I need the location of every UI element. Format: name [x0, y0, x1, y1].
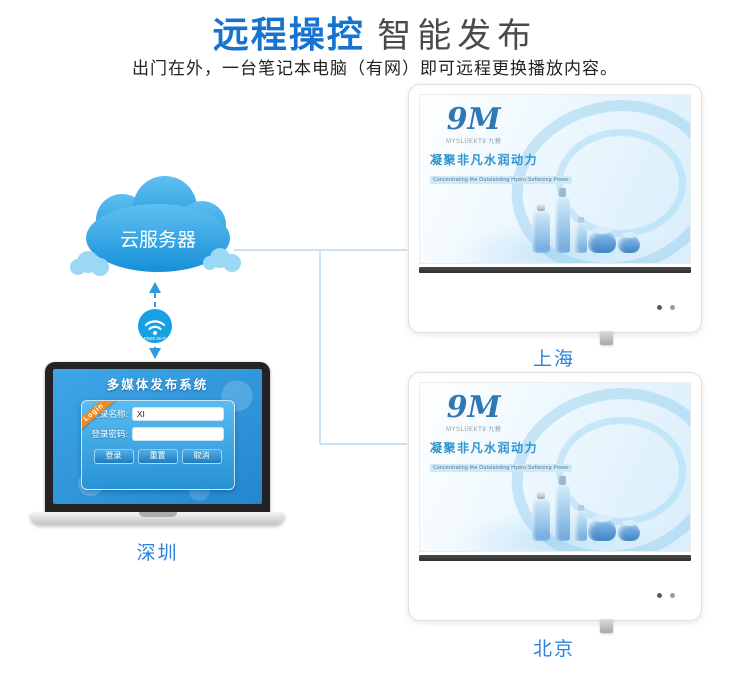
cream-jar-large — [588, 515, 616, 541]
page-title: 远程操控 智能发布 — [0, 6, 750, 58]
slogan-subtext: Concentrating the Outstanding Hydro-Soft… — [430, 176, 573, 184]
cream-jar-large — [588, 227, 616, 253]
laptop-base — [30, 512, 285, 525]
brand-name: MYSLUEKT9 九魅 — [446, 139, 502, 145]
page-title-light: 智能发布 — [377, 17, 538, 55]
cloud-puff-left — [70, 251, 109, 276]
password-row: 登录密码: — [82, 427, 234, 441]
lotion-bottle — [532, 492, 550, 541]
slogan-text: 凝聚非凡水润动力 — [430, 441, 539, 455]
login-panel: Login 登录名称: XI 登录密码: 登录 重置 取消 — [80, 400, 235, 490]
lotion-bottle — [532, 204, 550, 253]
slogan-subtext: Concentrating the Outstanding Hydro-Soft… — [430, 464, 573, 472]
dashed-link — [149, 282, 161, 359]
login-buttons: 登录 重置 取消 — [82, 441, 234, 464]
speaker-strip — [419, 555, 691, 561]
slogan-block: 凝聚非凡水润动力 Concentrating the Outstanding H… — [430, 151, 590, 186]
cloud-label: 云服务器 — [120, 229, 196, 251]
brand-block: 9M MYSLUEKT9 九魅 — [446, 102, 502, 146]
pump-bottle — [555, 188, 570, 253]
power-led-dot — [670, 593, 675, 598]
app-title: 多媒体发布系统 — [106, 378, 209, 392]
city-label-beijing: 北京 — [532, 639, 575, 660]
page-title-bold: 远程操控 — [212, 14, 365, 55]
laptop-screen: 多媒体发布系统 Login 登录名称: XI 登录密码: 登录 重置 取消 — [45, 362, 270, 512]
dropper-bottle — [575, 217, 587, 253]
ir-sensor-dot — [657, 305, 662, 310]
username-label: 登录名称: — [91, 409, 128, 419]
password-label: 登录密码: — [91, 429, 128, 439]
cancel-button[interactable]: 取消 — [181, 449, 222, 464]
display-screen: 9M MYSLUEKT9 九魅 凝聚非凡水润动力 Concentrating t… — [419, 94, 691, 264]
cloud-server: 云服务器 — [70, 176, 241, 276]
sensor-dots — [657, 305, 675, 310]
slogan-block: 凝聚非凡水润动力 Concentrating the Outstanding H… — [430, 439, 590, 474]
brand-block: 9M MYSLUEKT9 九魅 — [446, 390, 502, 434]
cream-jar-small — [618, 520, 640, 541]
username-input[interactable]: XI — [131, 407, 224, 421]
login-button[interactable]: 登录 — [93, 449, 134, 464]
page-subtitle: 出门在外，一台笔记本电脑（有网）即可远程更换播放内容。 — [132, 59, 618, 78]
mount-clip — [600, 619, 613, 633]
password-input[interactable] — [131, 427, 224, 441]
wall-display-shanghai: 9M MYSLUEKT9 九魅 凝聚非凡水润动力 Concentrating t… — [408, 84, 702, 345]
dropper-bottle — [575, 505, 587, 541]
pump-bottle — [555, 476, 570, 541]
power-led-dot — [670, 305, 675, 310]
username-row: 登录名称: XI — [82, 407, 234, 421]
reset-button[interactable]: 重置 — [137, 449, 178, 464]
arrow-down-icon — [149, 348, 161, 359]
speaker-strip — [419, 267, 691, 273]
cosmetics-ad: 9M MYSLUEKT9 九魅 凝聚非凡水润动力 Concentrating t… — [420, 383, 690, 551]
brand-logo: 9M — [446, 102, 501, 137]
wifi-label: FREE Wi-Fi — [144, 336, 166, 341]
wifi-icon: FREE Wi-Fi — [138, 309, 172, 343]
city-label-shanghai: 上海 — [532, 349, 575, 370]
wall-display-beijing: 9M MYSLUEKT9 九魅 凝聚非凡水润动力 Concentrating t… — [408, 372, 702, 633]
slogan-text: 凝聚非凡水润动力 — [430, 153, 539, 167]
cosmetics-ad: 9M MYSLUEKT9 九魅 凝聚非凡水润动力 Concentrating t… — [420, 95, 690, 263]
city-label-shenzhen: 深圳 — [136, 543, 179, 564]
ir-sensor-dot — [657, 593, 662, 598]
brand-logo: 9M — [446, 390, 501, 425]
laptop-notch — [138, 512, 177, 517]
mount-clip — [600, 331, 613, 345]
product-bottles — [532, 476, 640, 541]
publisher-app-screen: 多媒体发布系统 Login 登录名称: XI 登录密码: 登录 重置 取消 — [53, 369, 262, 504]
product-bottles — [532, 188, 640, 253]
arrow-up-icon — [149, 282, 161, 293]
cloud-puff-right — [203, 248, 241, 272]
display-screen: 9M MYSLUEKT9 九魅 凝聚非凡水润动力 Concentrating t… — [419, 382, 691, 552]
laptop: 多媒体发布系统 Login 登录名称: XI 登录密码: 登录 重置 取消 — [30, 362, 285, 525]
cream-jar-small — [618, 232, 640, 253]
sensor-dots — [657, 593, 675, 598]
brand-name: MYSLUEKT9 九魅 — [446, 427, 502, 433]
